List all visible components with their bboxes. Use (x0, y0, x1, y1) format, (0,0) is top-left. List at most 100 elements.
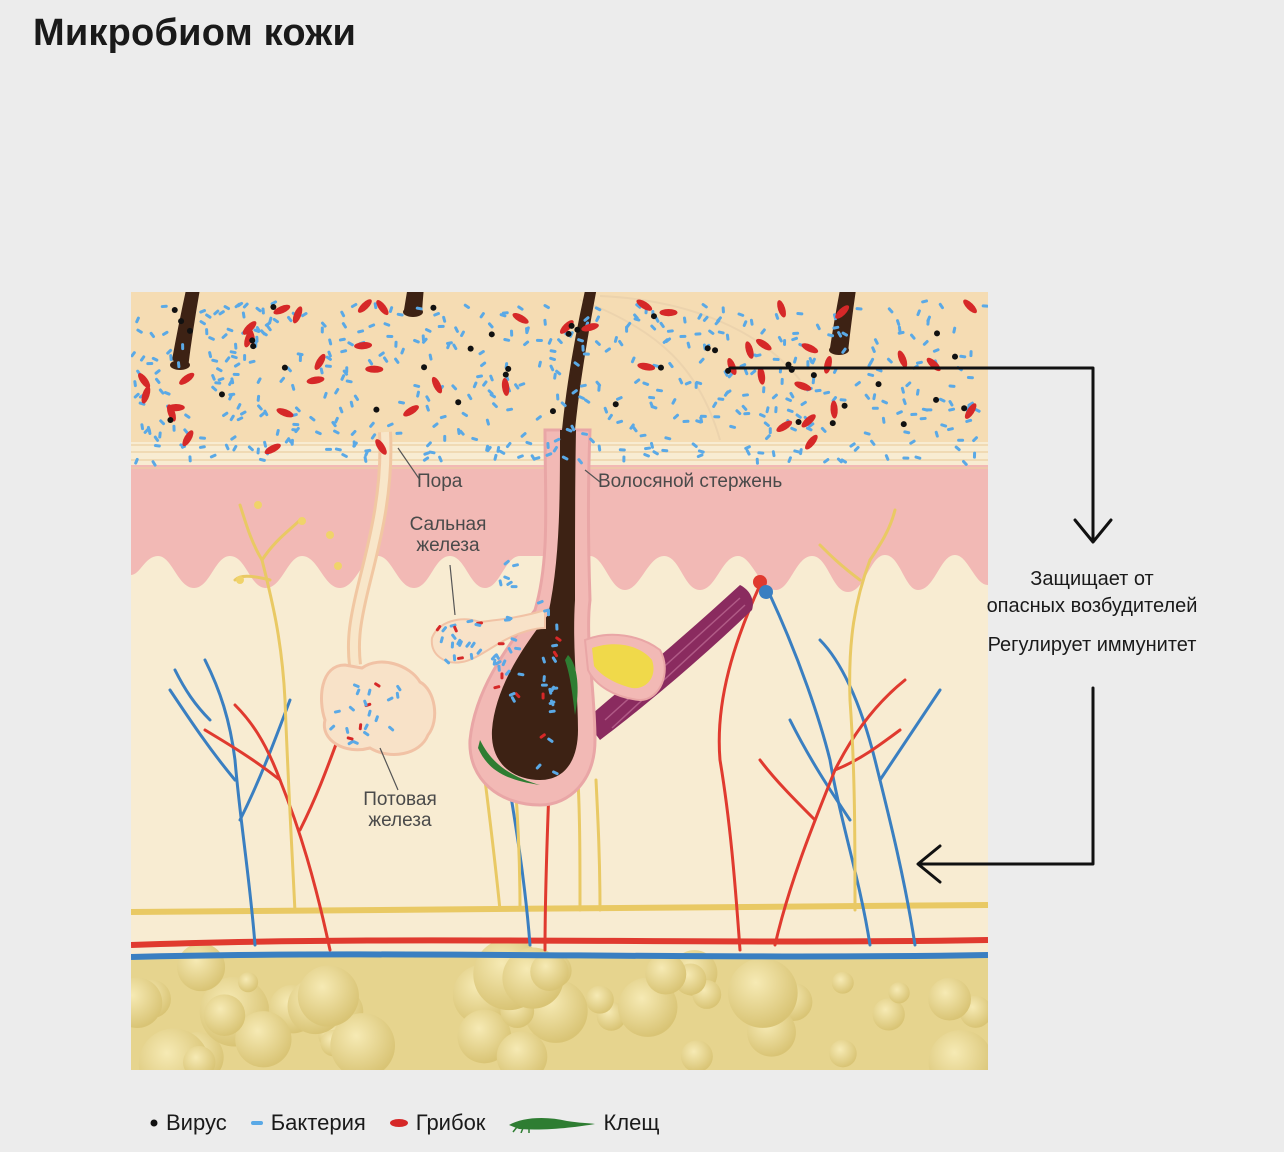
bacterium (697, 449, 705, 454)
bacterium (487, 322, 494, 329)
fat-cell (131, 977, 163, 1028)
fungus (963, 299, 977, 314)
bacterium (900, 386, 905, 394)
fungus (376, 300, 389, 316)
bacterium (505, 441, 512, 449)
bacterium (814, 388, 822, 393)
bacterium (398, 400, 406, 405)
bacterium (539, 733, 546, 739)
bacterium (546, 442, 550, 450)
bacterium (159, 419, 166, 426)
virus (270, 303, 277, 310)
bacterium (649, 441, 654, 449)
bacterium (965, 418, 973, 423)
bacterium (437, 324, 445, 329)
bacterium (934, 430, 939, 438)
label-hair-shaft: Волосяной стержень (598, 471, 783, 492)
bacterium (208, 351, 213, 359)
note-protects-line1: Защищает от (1030, 568, 1154, 590)
bacterium (582, 352, 590, 356)
fungus (365, 365, 384, 373)
bacterium (725, 333, 730, 341)
bacterium (487, 389, 494, 396)
bacterium (323, 391, 328, 399)
bacterium (258, 457, 266, 462)
bacterium (792, 331, 800, 335)
bacterium (946, 427, 954, 432)
virus (178, 318, 185, 325)
bacterium (255, 306, 262, 313)
virus (167, 416, 174, 423)
bacterium (940, 423, 948, 428)
bacterium (363, 699, 368, 707)
bacterium (799, 448, 803, 456)
bacterium (765, 434, 771, 441)
bacterium (368, 323, 376, 328)
bacterium (717, 397, 725, 401)
bacterium (634, 378, 641, 384)
bacterium (155, 377, 161, 384)
bacterium (549, 364, 555, 372)
bacterium (697, 313, 703, 320)
bacterium (460, 330, 465, 338)
virus (841, 402, 848, 409)
bacterium (691, 442, 698, 448)
bacterium (712, 401, 718, 408)
fungus (179, 372, 195, 385)
bacterium (509, 329, 514, 337)
bacterium (386, 422, 394, 428)
bacterium (603, 406, 609, 414)
bacterium (248, 359, 256, 364)
bacterium (555, 636, 562, 642)
bacterium (296, 352, 304, 357)
virus (952, 353, 959, 360)
bacterium (696, 453, 704, 459)
bacterium (461, 411, 468, 418)
bacterium (341, 453, 348, 458)
bacterium (551, 656, 557, 663)
bacterium (594, 306, 602, 312)
bacterium (664, 436, 672, 441)
bacterium (684, 380, 692, 386)
bacterium (134, 457, 139, 465)
bacterium (333, 429, 340, 435)
bacterium (666, 329, 674, 333)
fungus (138, 373, 151, 389)
bacterium (320, 321, 327, 328)
bacterium (671, 398, 677, 405)
bacterium (589, 437, 595, 444)
bacterium (755, 457, 759, 465)
bacterium (694, 332, 702, 336)
bacterium (253, 328, 261, 333)
virus (218, 391, 225, 398)
bacterium (357, 329, 365, 334)
fungus (403, 405, 419, 417)
fungus (182, 430, 194, 447)
bacterium (188, 455, 192, 463)
bacterium (426, 441, 432, 448)
bacterium (498, 579, 503, 587)
bacterium (367, 359, 374, 366)
bacterium (396, 684, 402, 692)
bacterium (275, 428, 280, 436)
bacterium (962, 460, 968, 466)
bacterium (625, 325, 629, 333)
bacterium (476, 648, 483, 655)
bacterium (378, 351, 385, 357)
fungus (776, 420, 793, 432)
bacterium (543, 304, 550, 310)
bacterium (218, 310, 225, 316)
bacterium (849, 442, 856, 448)
bacterium (547, 338, 553, 345)
microbes (131, 299, 988, 776)
fat-cell (888, 982, 910, 1004)
virus (430, 304, 437, 311)
bacterium (714, 319, 721, 326)
bacterium (948, 407, 956, 412)
bacterium (179, 443, 187, 448)
fungus (273, 304, 291, 315)
bacterium (530, 454, 536, 461)
bacterium (542, 675, 546, 683)
bacterium (743, 412, 751, 416)
bacterium (896, 319, 901, 326)
